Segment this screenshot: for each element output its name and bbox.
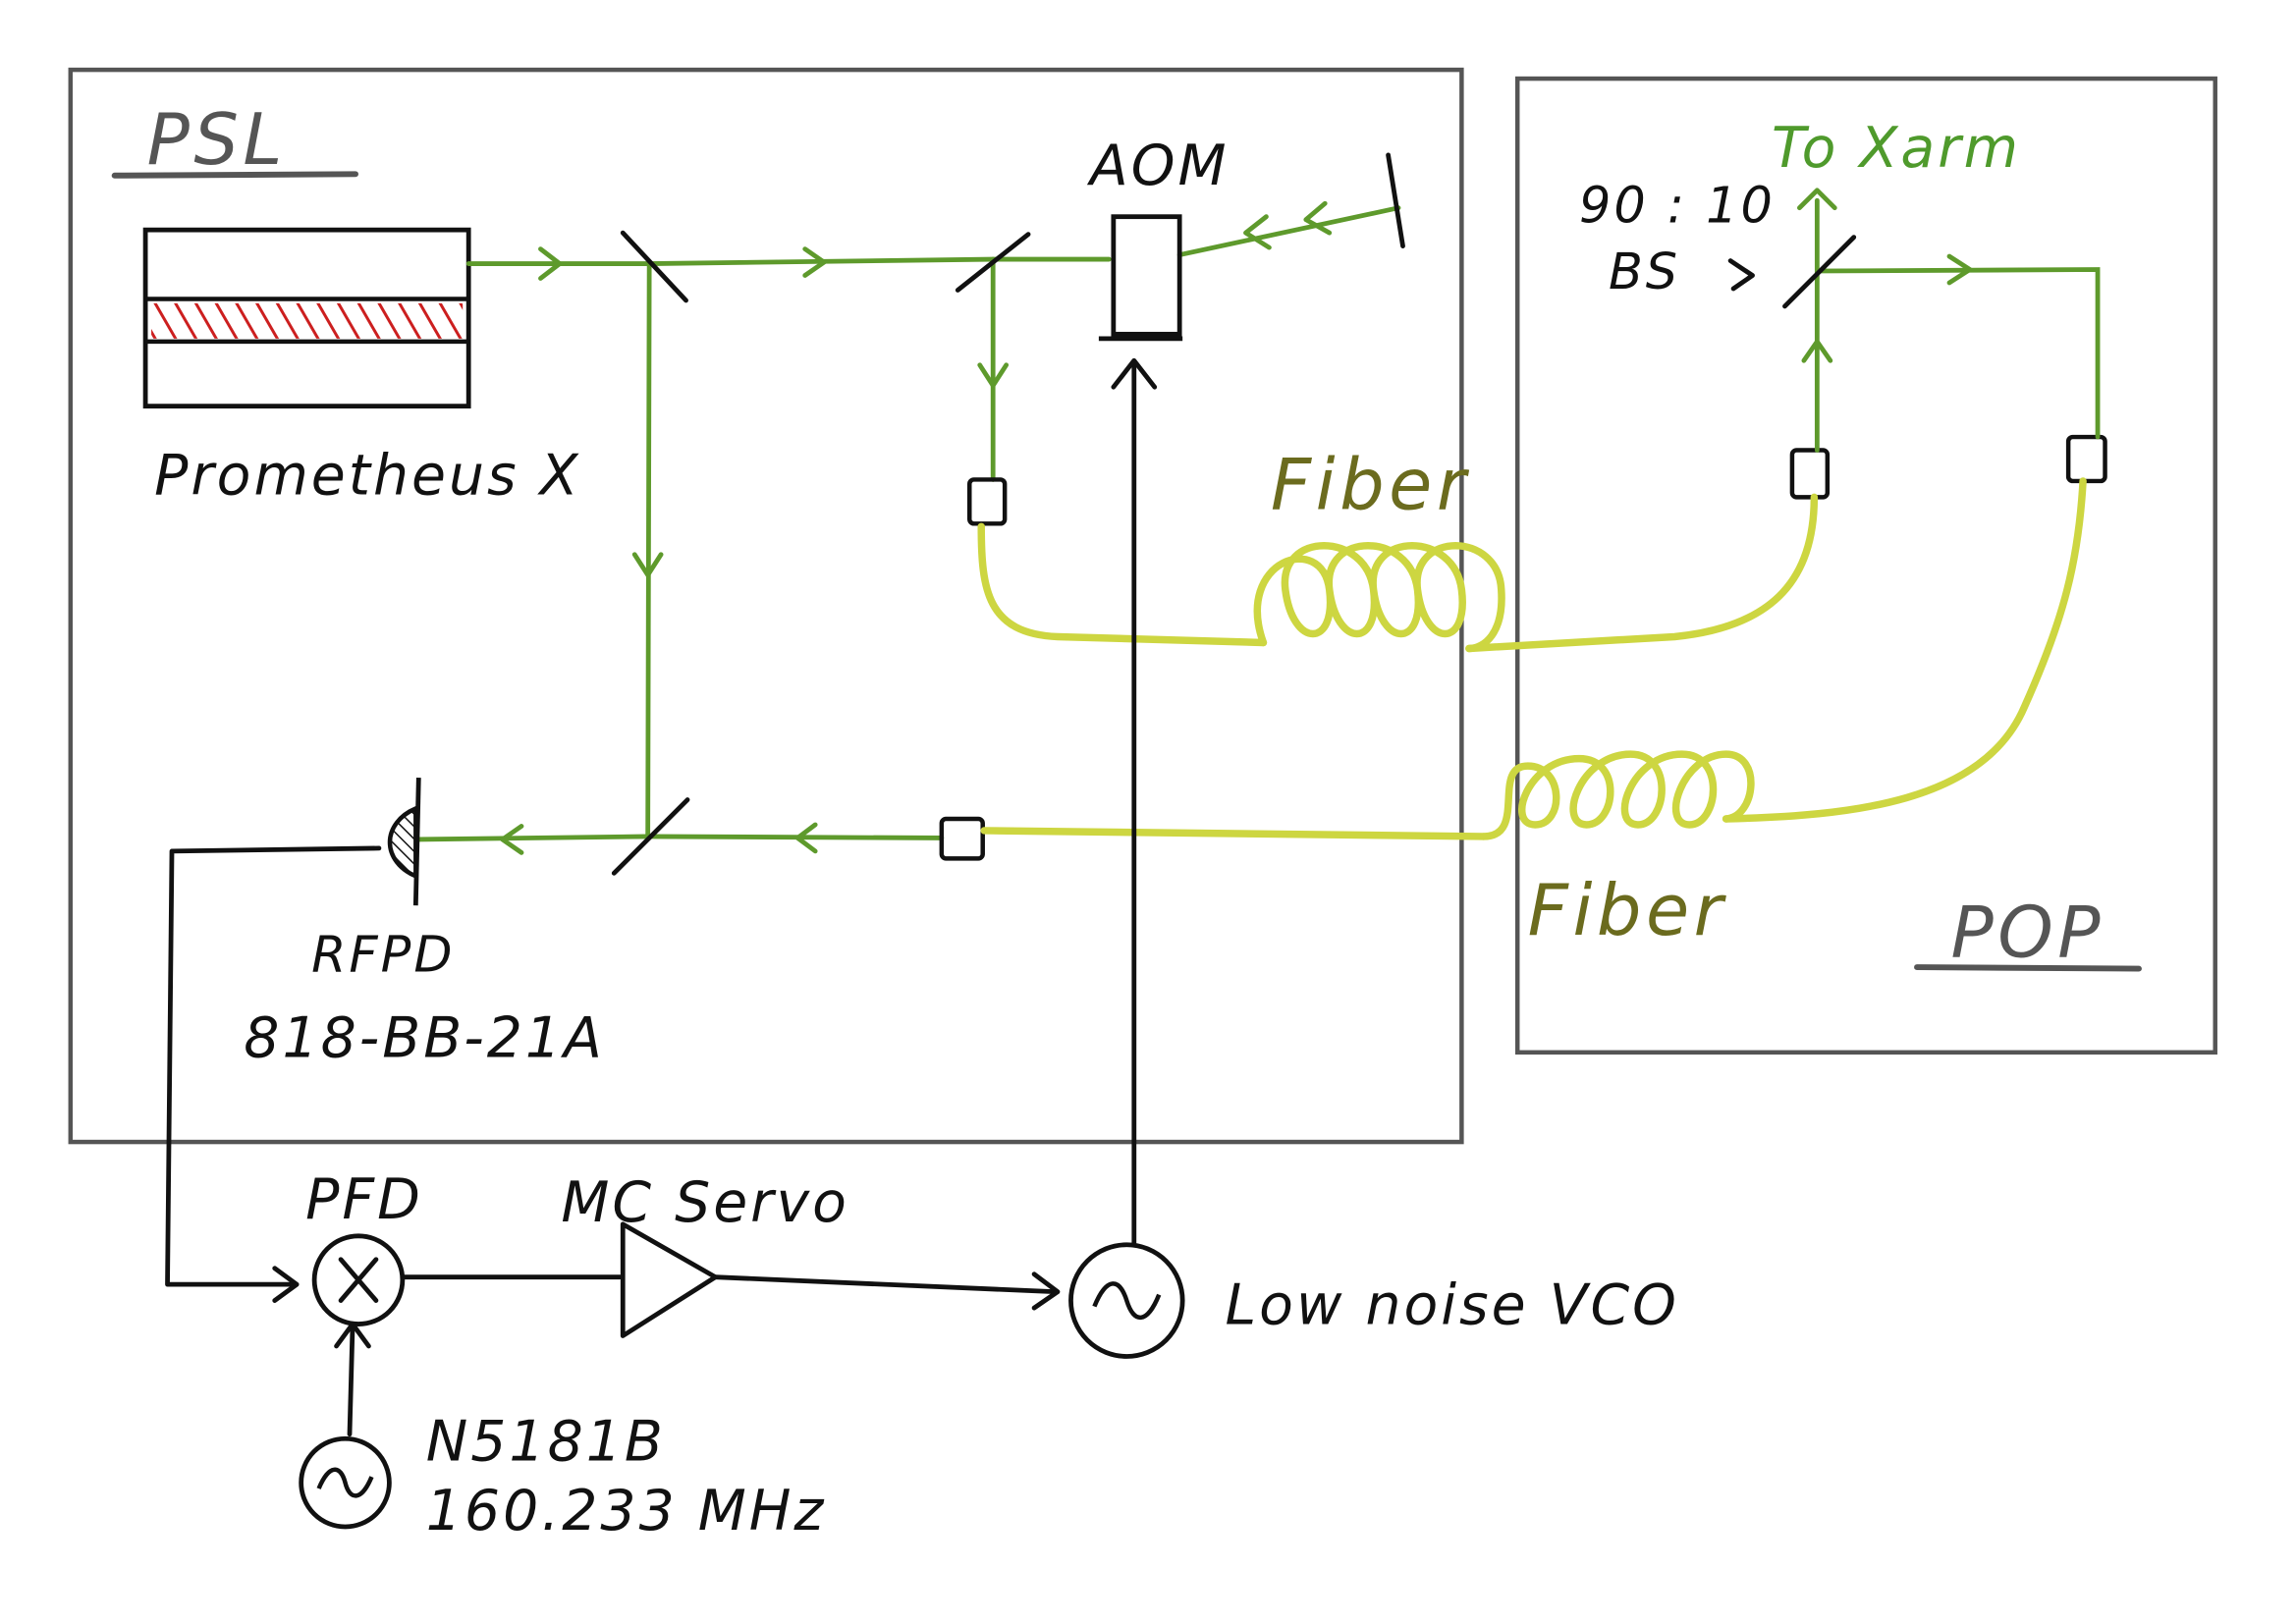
to-xarm-label: To Xarm [1772,116,2021,181]
psl-label: PSL [147,98,287,181]
signal-generator [299,1435,392,1530]
retro-mirror [1386,152,1405,248]
pop-beamsplitter [1782,235,1857,309]
lower-fiber-label: Fiber [1528,869,1727,951]
pickoff-mirror [955,232,1031,293]
generator-to-pfd-cable [347,1325,355,1437]
psl-label-underline [111,171,358,179]
rfpd-model-label: 818-BB-21A [244,1005,605,1070]
pop-region-box [1514,76,2217,1055]
rfpd-to-pfd-cable [165,845,382,1287]
rfpd-to-pfd-arrowhead [272,1266,300,1304]
pop-beam-arrows [1797,188,1973,363]
psl-beam-arrows [500,200,1333,855]
generator-to-pfd-arrowhead [334,1322,371,1349]
laser-gain-medium-hatch [151,302,464,339]
signal-frequency-label: 160.233 MHz [426,1479,827,1543]
amplifier-triangle-icon [620,1221,718,1338]
fiber-coupler-psl-input [967,477,1008,526]
upper-fiber [977,493,1819,653]
psl-beam-paths [414,205,1401,842]
bs-pointer-arrow [1727,258,1755,292]
laser-label: Prometheus X [154,443,581,508]
low-noise-vco [1068,1242,1185,1359]
signal-generator-label: N5181B [426,1410,666,1475]
photodiode-icon [387,778,421,906]
fiber-coupler-pop-return [2065,434,2107,484]
pop-label-underline [1914,964,2142,972]
rfpd-label: RFPD [311,926,455,984]
pfd-mixer [311,1233,406,1326]
recombining-beamsplitter [611,797,690,876]
servo-to-vco-cable [713,1274,1058,1295]
oscillator-sine-icon [1068,1242,1185,1359]
aom-crystal [1111,214,1182,337]
mc-servo-label: MC Servo [561,1170,849,1235]
servo-to-vco-arrowhead [1031,1271,1061,1311]
mc-servo-amplifier [620,1221,718,1338]
mixer-x-icon [311,1233,406,1326]
bs-ratio-label: 90 : 10 [1579,177,1776,235]
lower-fiber [980,477,2087,840]
beamsplitter-1 [620,230,688,303]
pop-beam-paths [1814,197,2101,453]
fiber-coupler-psl-return [939,816,985,861]
vco-to-aom-arrowhead [1111,357,1158,390]
bs-label: BS [1609,243,1680,300]
upper-fiber-label: Fiber [1271,443,1470,525]
fiber-coupler-pop-output [1789,448,1831,500]
prometheus-laser [142,227,471,409]
pfd-label: PFD [305,1167,423,1232]
vco-label: Low noise VCO [1226,1273,1679,1338]
pop-label: POP [1950,892,2105,974]
aom-label: AOM [1086,134,1230,198]
oscillator-sine-icon [299,1435,392,1530]
